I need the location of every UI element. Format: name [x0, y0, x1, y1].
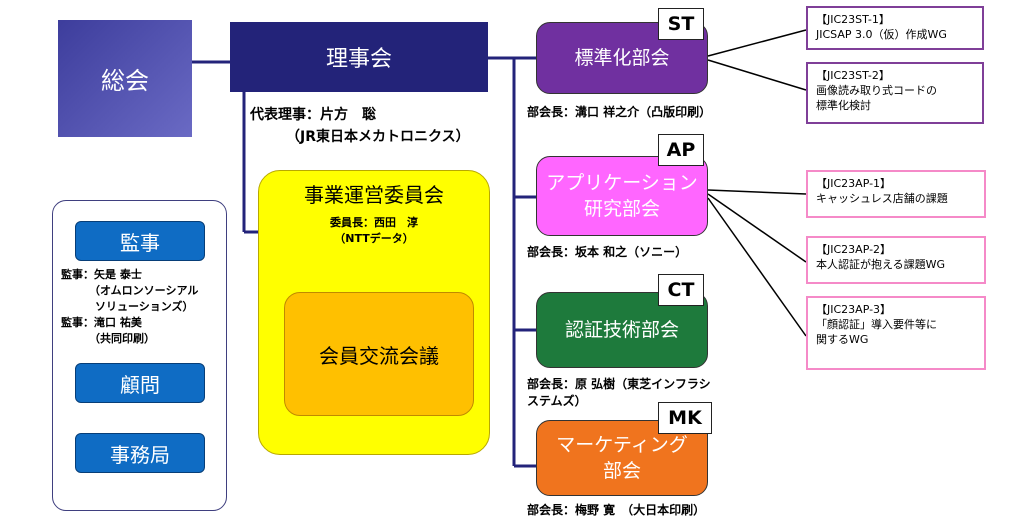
dept-ct-name: 認証技術部会: [564, 319, 679, 341]
committee-chair-company: （NTTデータ）: [334, 232, 414, 245]
board-representative: 代表理事：片方 聡 （JR東日本メカトロニクス）: [250, 104, 470, 148]
dept-mk-code: MK: [658, 402, 712, 434]
dept-mk-name-2: 部会: [602, 460, 641, 482]
advisor-label: 顧問: [120, 372, 160, 397]
secretariat-label: 事務局: [110, 442, 170, 467]
wg-ap-2: 【JIC23AP-2】 本人認証が抱える課題WG: [806, 236, 986, 284]
board-box: 理事会: [230, 22, 488, 92]
dept-ct-code: CT: [658, 274, 704, 306]
wg-st-1: 【JIC23ST-1】 JICSAP 3.0（仮）作成WG: [806, 6, 984, 50]
auditor-2-company: （共同印刷）: [89, 332, 155, 345]
representative-company: （JR東日本メカトロニクス）: [286, 129, 470, 145]
wg-ap-3-id: 【JIC23AP-3】: [816, 303, 892, 316]
auditor-details: 監事：矢是 泰士 （オムロンソーシアル ソリューションズ） 監事：滝口 祐美 （…: [61, 267, 198, 347]
auditor-label: 監事: [120, 230, 160, 255]
dept-ap-head: 部会長：坂本 和之（ソニー）: [527, 245, 688, 259]
wg-st-2-title-2: 標準化検討: [816, 99, 871, 112]
dept-st-code: ST: [658, 8, 704, 40]
dept-ap-name-2: 研究部会: [583, 198, 660, 220]
business-committee-title: 事業運営委員会: [304, 183, 444, 207]
member-exchange-box: 会員交流会議: [284, 292, 474, 416]
board-label: 理事会: [325, 47, 392, 72]
auditor-1-company-a: （オムロンソーシアル: [89, 284, 199, 297]
dept-ct-head-1: 部会長：原 弘樹（東芝インフラシ: [527, 377, 711, 391]
wg-st-1-title: JICSAP 3.0（仮）作成WG: [816, 28, 947, 41]
general-assembly-label: 総会: [101, 67, 149, 95]
secretariat-box: 事務局: [75, 433, 205, 473]
dept-mk-name-1: マーケティング: [556, 434, 688, 456]
wg-ap-1: 【JIC23AP-1】 キャッシュレス店舗の課題: [806, 170, 986, 218]
connector-st-wg1: [707, 29, 807, 57]
wg-ap-3-title-1: 「顔認証」導入要件等に: [816, 318, 937, 331]
representative-name: 代表理事：片方 聡: [250, 107, 376, 123]
wg-st-2-title-1: 画像読み取り式コードの: [816, 84, 937, 97]
dept-ap-code: AP: [658, 134, 704, 166]
wg-ap-2-title: 本人認証が抱える課題WG: [816, 258, 946, 271]
dept-st-name: 標準化部会: [574, 47, 670, 69]
wg-ap-1-title: キャッシュレス店舗の課題: [816, 192, 948, 205]
wg-ap-2-id: 【JIC23AP-2】: [816, 243, 892, 256]
member-exchange-label: 会員交流会議: [319, 343, 439, 368]
auditor-1-company-b: ソリューションズ）: [95, 300, 194, 313]
dept-ap-name-1: アプリケーション: [546, 172, 698, 194]
dept-ct-head-2: ステムズ）: [527, 394, 587, 408]
wg-ap-1-id: 【JIC23AP-1】: [816, 177, 892, 190]
committee-chair-name: 委員長：西田 淳: [330, 216, 418, 229]
advisor-box: 顧問: [75, 363, 205, 403]
dept-ct-box: 認証技術部会: [536, 292, 708, 368]
wg-ap-3: 【JIC23AP-3】 「顔認証」導入要件等に 関するWG: [806, 296, 986, 370]
connector-ap-wg1: [707, 189, 807, 195]
wg-st-2-id: 【JIC23ST-2】: [816, 69, 890, 82]
auditor-1-name: 監事：矢是 泰士: [61, 268, 142, 281]
connector-ap-wg3: [707, 197, 807, 337]
auditor-2-name: 監事：滝口 祐美: [61, 316, 142, 329]
auditor-box: 監事: [75, 221, 205, 261]
side-panel: 監事 監事：矢是 泰士 （オムロンソーシアル ソリューションズ） 監事：滝口 祐…: [52, 200, 227, 511]
dept-ap-box: アプリケーション 研究部会: [536, 156, 708, 236]
dept-mk-head: 部会長：梅野 寛 （大日本印刷）: [527, 503, 706, 517]
business-committee-chair: 委員長：西田 淳 （NTTデータ）: [259, 215, 489, 247]
wg-st-1-id: 【JIC23ST-1】: [816, 13, 890, 26]
connector-st-wg2: [707, 59, 807, 91]
connector-ap-wg2: [707, 193, 807, 263]
business-committee-box: 事業運営委員会 委員長：西田 淳 （NTTデータ） 会員交流会議: [258, 170, 490, 455]
dept-st-head: 部会長：溝口 祥之介（凸版印刷）: [527, 105, 712, 119]
general-assembly-box: 総会: [58, 20, 192, 137]
wg-st-2: 【JIC23ST-2】 画像読み取り式コードの 標準化検討: [806, 62, 984, 124]
dept-ct-head: 部会長：原 弘樹（東芝インフラシ ステムズ）: [527, 376, 711, 410]
wg-ap-3-title-2: 関するWG: [816, 333, 869, 346]
